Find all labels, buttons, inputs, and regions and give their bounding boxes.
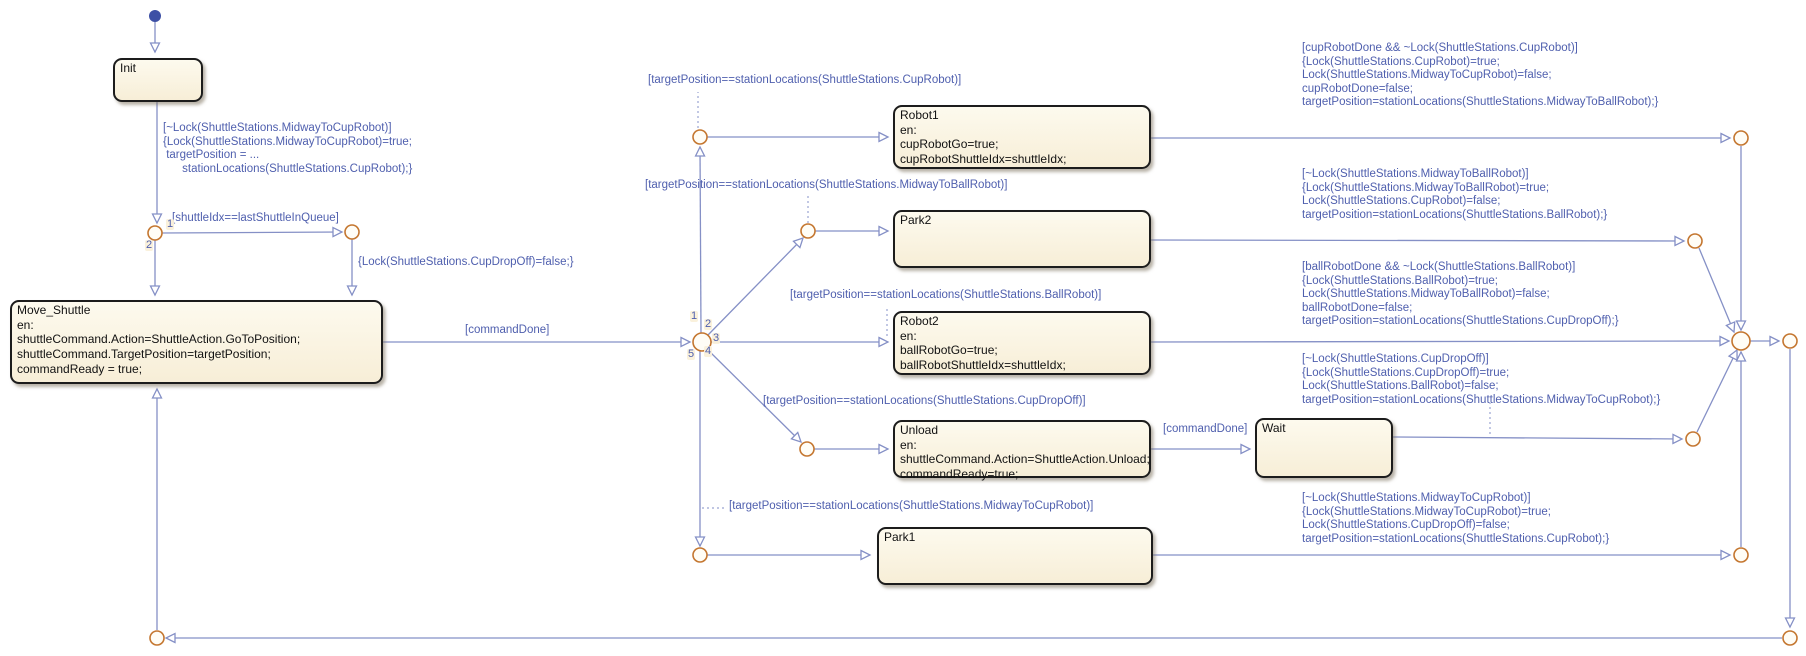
state-move-shuttle[interactable]: Move_Shuttle en: shuttleCommand.Action=S… (10, 300, 383, 384)
branch-number: 5 (687, 348, 696, 360)
transition-label-park2-cond[interactable]: [targetPosition==stationLocations(Shuttl… (645, 179, 1008, 191)
transition-wait-merge[interactable] (1696, 348, 1738, 433)
junction-fork1[interactable] (147, 225, 163, 241)
transition-park2-exit[interactable] (1150, 235, 1686, 247)
state-title: Park2 (900, 213, 932, 227)
state-title: Wait (1262, 421, 1286, 435)
state-robot1[interactable]: Robot1 en: cupRobotGo=true; cupRobotShut… (893, 105, 1151, 169)
initial-point-dot[interactable] (149, 10, 161, 22)
transition-fork-to-junction-b[interactable] (161, 226, 344, 238)
junction-bottom-left[interactable] (149, 630, 165, 646)
state-init[interactable]: Init (113, 58, 203, 102)
branch-number: 2 (145, 239, 154, 251)
state-body: en: shuttleCommand.Action=ShuttleAction.… (900, 437, 1150, 481)
state-title: Robot2 (900, 314, 939, 328)
state-title: Park1 (884, 530, 916, 544)
state-park2[interactable]: Park2 (893, 210, 1151, 268)
transition-label-robot1-cond[interactable]: [targetPosition==stationLocations(Shuttl… (648, 74, 962, 86)
transition-label-robot2-exit[interactable]: [ballRobotDone && ~Lock(ShuttleStations.… (1302, 261, 1619, 328)
state-park1[interactable]: Park1 (877, 527, 1153, 585)
junction-exit[interactable] (1782, 333, 1798, 349)
transition-central-branch4-diagonal[interactable] (706, 348, 803, 444)
branch-number: 1 (690, 310, 699, 322)
state-title: Init (120, 61, 137, 75)
state-body: en: cupRobotGo=true; cupRobotShuttleIdx=… (900, 122, 1067, 166)
state-title: Robot1 (900, 108, 939, 122)
junction-wait-right[interactable] (1685, 431, 1701, 447)
transition-label-init-actions[interactable]: [~Lock(ShuttleStations.MidwayToCupRobot)… (163, 122, 413, 175)
junction-robot1-row[interactable] (692, 129, 708, 145)
junction-bottom-right[interactable] (1782, 630, 1798, 646)
junction-park2-row[interactable] (800, 223, 816, 239)
state-title: Unload (900, 423, 939, 437)
branch-number: 2 (704, 318, 713, 330)
transition-label-park1-exit[interactable]: [~Lock(ShuttleStations.MidwayToCupRobot)… (1302, 492, 1610, 545)
transition-label-command-done-1[interactable]: [commandDone] (465, 324, 550, 336)
state-title: Move_Shuttle (17, 303, 91, 317)
transition-label-robot2-cond[interactable]: [targetPosition==stationLocations(Shuttl… (790, 289, 1102, 301)
state-body: en: shuttleCommand.Action=ShuttleAction.… (17, 317, 301, 376)
junction-robot1-right[interactable] (1733, 130, 1749, 146)
transition-robot2-exit[interactable] (1150, 335, 1731, 347)
transition-label-cupdropoff-false[interactable]: {Lock(ShuttleStations.CupDropOff)=false;… (358, 256, 574, 268)
transition-wait-exit[interactable] (1392, 433, 1684, 445)
transition-label-park1-cond[interactable]: [targetPosition==stationLocations(Shuttl… (729, 500, 1094, 512)
junction-park1-right[interactable] (1733, 547, 1749, 563)
state-unload[interactable]: Unload en: shuttleCommand.Action=Shuttle… (893, 420, 1151, 481)
transition-label-robot1-exit[interactable]: [cupRobotDone && ~Lock(ShuttleStations.C… (1302, 42, 1659, 109)
state-body: en: ballRobotGo=true; ballRobotShuttleId… (900, 328, 1066, 372)
transition-central-branch1-up[interactable] (694, 145, 706, 334)
transition-central-branch2-diagonal[interactable] (707, 236, 805, 336)
transition-label-wait-exit[interactable]: [~Lock(ShuttleStations.CupDropOff)] {Loc… (1302, 353, 1661, 406)
branch-number: 4 (704, 345, 713, 357)
transition-label-park2-exit[interactable]: [~Lock(ShuttleStations.MidwayToBallRobot… (1302, 168, 1608, 221)
transition-park2-merge[interactable] (1698, 247, 1736, 334)
branch-number: 3 (712, 332, 721, 344)
junction-unload-row[interactable] (799, 441, 815, 457)
junction-park2-right[interactable] (1687, 233, 1703, 249)
transition-label-unload-cond[interactable]: [targetPosition==stationLocations(Shuttl… (763, 395, 1086, 407)
state-wait[interactable]: Wait (1255, 418, 1393, 478)
state-robot2[interactable]: Robot2 en: ballRobotGo=true; ballRobotSh… (893, 311, 1151, 375)
branch-number: 1 (166, 218, 175, 230)
junction-park1-row[interactable] (692, 547, 708, 563)
junction-b[interactable] (344, 224, 360, 240)
transition-label-shuttle-idx[interactable]: [shuttleIdx==lastShuttleInQueue] (172, 212, 339, 224)
junction-merge[interactable] (1731, 331, 1751, 351)
transition-label-command-done-2[interactable]: [commandDone] (1163, 423, 1248, 435)
